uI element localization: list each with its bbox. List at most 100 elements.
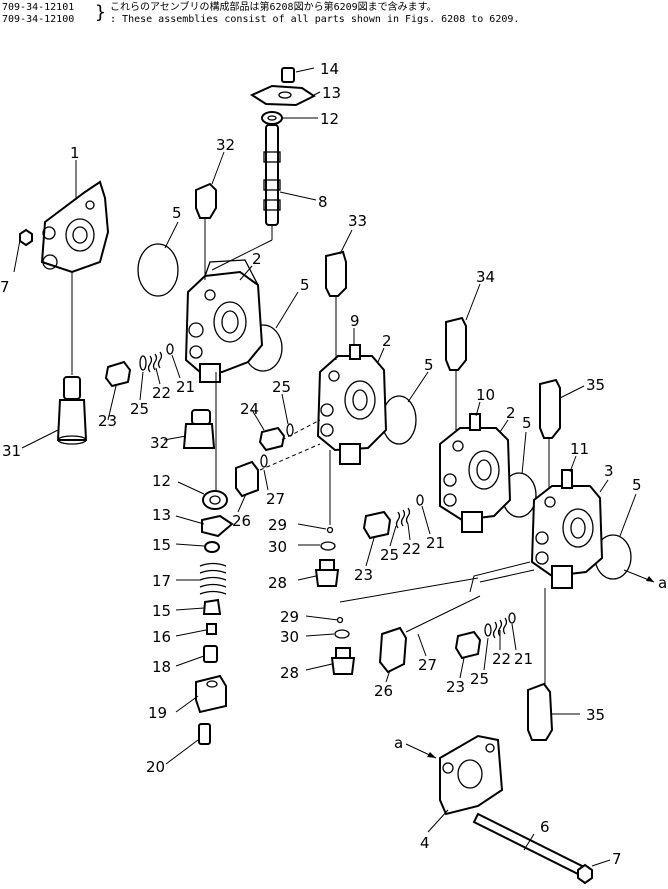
arrow-a-in-head — [427, 752, 436, 758]
label-22b: 22 — [402, 540, 421, 558]
leader-7b — [591, 859, 611, 867]
label-22c: 22 — [492, 650, 511, 668]
valve-body-part-2c — [439, 427, 512, 533]
label-24: 24 — [240, 400, 259, 418]
leader-3 — [599, 479, 609, 493]
header-notes: これらのアセンブリの構成部品は第6208図から第6209図まで含みます。 : T… — [110, 2, 519, 26]
label-13a: 13 — [322, 84, 341, 102]
o-ring-5c — [381, 395, 417, 445]
label-26a: 26 — [232, 512, 251, 530]
part-labels: 1 7 14 13 12 8 32 5 2 5 33 9 2 34 5 10 2… — [0, 60, 667, 868]
part-17-spring — [199, 562, 227, 595]
nut-7-right — [577, 863, 593, 885]
check-valve-part-33 — [325, 250, 347, 297]
leader-10 — [475, 401, 481, 417]
leader-35a — [559, 385, 585, 399]
label-7a: 7 — [0, 278, 10, 296]
leader-18 — [175, 655, 205, 667]
label-35a: 35 — [586, 376, 605, 394]
label-14: 14 — [320, 60, 339, 78]
leader-24 — [251, 409, 265, 431]
label-25c: 25 — [380, 546, 399, 564]
label-11: 11 — [570, 440, 589, 458]
leader-26a — [237, 493, 247, 513]
check-valve-part-32-top — [195, 182, 217, 219]
label-20: 20 — [146, 758, 165, 776]
leader-26b — [385, 669, 391, 683]
leader-23c — [459, 657, 465, 679]
leader-34 — [465, 283, 481, 321]
part-number-1: 709-34-12101 — [2, 2, 75, 13]
part-15-seat-lower — [202, 598, 222, 615]
label-25b: 25 — [272, 378, 291, 396]
label-2b: 2 — [382, 332, 392, 350]
link-line-26b — [405, 595, 481, 633]
label-9: 9 — [350, 312, 360, 330]
leader-20 — [165, 739, 199, 765]
label-27b: 27 — [418, 656, 437, 674]
leader-30b — [305, 633, 335, 637]
leader-32b — [163, 435, 187, 441]
label-4: 4 — [420, 834, 430, 852]
leader-6 — [523, 833, 535, 851]
leader-21b — [421, 505, 431, 535]
header-bracket: } — [95, 2, 106, 23]
leader-25c — [389, 525, 397, 547]
fitting-28b — [330, 647, 356, 675]
o-ring-5a — [137, 243, 179, 297]
note-english: : These assemblies consist of all parts … — [110, 14, 520, 25]
label-3: 3 — [604, 462, 614, 480]
label-2c: 2 — [506, 404, 516, 422]
label-30a: 30 — [268, 538, 287, 556]
part-10-lever — [469, 413, 481, 431]
label-ref-a-in: a — [394, 734, 403, 752]
relief-valve-part-31 — [56, 376, 88, 445]
label-32b: 32 — [150, 434, 169, 452]
dash-line-24 — [281, 419, 321, 441]
part-13-retainer — [201, 514, 234, 538]
label-18: 18 — [152, 658, 171, 676]
leader-27a — [263, 469, 269, 491]
plug-26b — [378, 626, 408, 674]
leader-25b — [281, 393, 289, 425]
label-32a: 32 — [216, 136, 235, 154]
end-cover-part-4 — [439, 734, 504, 816]
check-valve-part-35-bottom — [527, 682, 554, 741]
note-english-text: These assemblies consist of all parts sh… — [122, 14, 520, 25]
label-23b: 23 — [354, 566, 373, 584]
nut-7-left — [19, 228, 33, 247]
note-japanese: これらのアセンブリの構成部品は第6208図から第6209図まで含みます。 — [110, 2, 437, 13]
label-23a: 23 — [98, 412, 117, 430]
leader-16 — [175, 629, 207, 637]
leader-27b — [417, 633, 427, 657]
label-25a: 25 — [130, 400, 149, 418]
check-valve-part-35-top — [539, 378, 561, 439]
plug-26a — [235, 454, 268, 498]
leader-13a — [313, 91, 321, 96]
leader-25d — [483, 637, 489, 671]
valve-body-part-2b — [316, 355, 388, 465]
label-19: 19 — [148, 704, 167, 722]
label-7b: 7 — [612, 850, 622, 868]
label-35b: 35 — [586, 706, 605, 724]
check-valve-part-34 — [445, 316, 467, 371]
label-17: 17 — [152, 572, 171, 590]
part-20-screw — [198, 723, 211, 745]
label-26b: 26 — [374, 682, 393, 700]
arrow-a-out-head — [646, 576, 654, 582]
part-11-lever — [561, 469, 573, 489]
leader-5d — [521, 431, 527, 475]
part-16-pin — [206, 623, 217, 635]
label-13b: 13 — [152, 506, 171, 524]
label-12b: 12 — [152, 472, 171, 490]
label-33: 33 — [348, 212, 367, 230]
label-34: 34 — [476, 268, 495, 286]
label-10: 10 — [476, 386, 495, 404]
label-23c: 23 — [446, 678, 465, 696]
label-5d: 5 — [522, 414, 532, 432]
end-cover-part-1 — [40, 180, 110, 274]
spool-part-8 — [263, 124, 281, 226]
leader-21c — [511, 623, 517, 651]
label-ref-a-out: a — [658, 574, 667, 592]
label-28a: 28 — [268, 574, 287, 592]
